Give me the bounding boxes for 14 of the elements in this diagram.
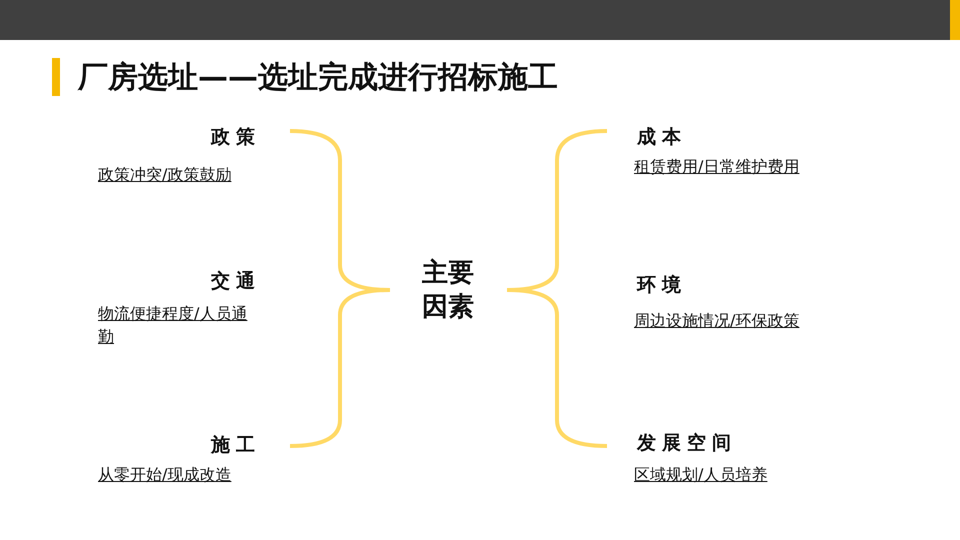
factor-detail: 租赁费用/日常维护费用 — [634, 156, 800, 178]
factor-heading: 成本 — [637, 125, 687, 150]
factor-heading: 政策 — [211, 125, 261, 150]
center-heading: 主要因素 — [421, 257, 475, 324]
factor-detail: 区域规划/人员培养 — [634, 464, 768, 486]
factor-heading: 环境 — [637, 273, 687, 298]
factor-heading: 交通 — [211, 269, 261, 294]
factor-heading: 发展空间 — [637, 431, 737, 456]
factor-detail: 从零开始/现成改造 — [98, 464, 232, 486]
slide-title: 厂房选址——选址完成进行招标施工 — [78, 59, 558, 97]
factor-heading: 施工 — [211, 433, 261, 458]
factor-detail: 周边设施情况/环保政策 — [634, 310, 800, 332]
factor-detail: 政策冲突/政策鼓励 — [98, 164, 232, 186]
factor-detail: 物流便捷程度/人员通勤 — [98, 303, 248, 348]
